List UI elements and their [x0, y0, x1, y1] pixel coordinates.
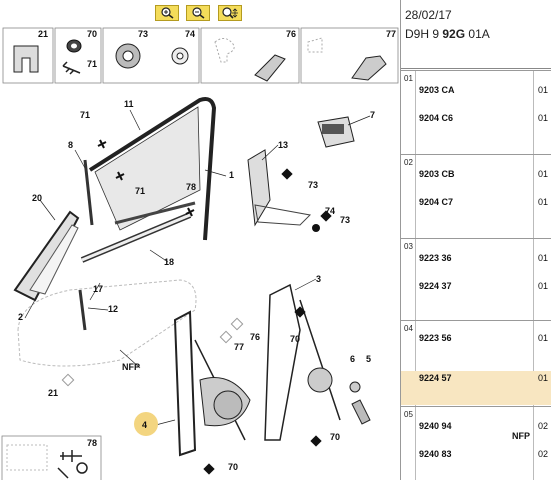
part-number: 9223 56 — [419, 333, 452, 343]
part-number: 9204 C7 — [419, 197, 454, 207]
svg-text:76: 76 — [250, 332, 260, 342]
part-number: 9224 57 — [419, 373, 452, 383]
part-group-03: 03 9223 36 01 9224 37 01 — [401, 238, 551, 320]
part-qty: 01 — [538, 281, 549, 291]
parts-panel: 28/02/17 D9H 9 92G 01A 01 9203 CA 01 920… — [400, 0, 551, 480]
part-qty: 01 — [538, 113, 549, 123]
svg-text:2: 2 — [18, 312, 23, 322]
svg-text:13: 13 — [278, 140, 288, 150]
toolbar — [0, 0, 400, 26]
part-number: 9224 37 — [419, 281, 452, 291]
svg-text:6: 6 — [350, 354, 355, 364]
svg-text:71: 71 — [80, 110, 90, 120]
part-note: NFP — [512, 431, 530, 441]
part-qty: 01 — [538, 197, 549, 207]
svg-text:77: 77 — [234, 342, 244, 352]
svg-text:1: 1 — [229, 170, 234, 180]
svg-text:73: 73 — [138, 29, 148, 39]
svg-text:74: 74 — [185, 29, 195, 39]
part-qty: 01 — [538, 253, 549, 263]
svg-text:11: 11 — [124, 99, 134, 109]
svg-text:70: 70 — [228, 462, 238, 472]
diagram-callouts: 11 71 8 1 13 7 71 78 73 20 74 73 18 17 1… — [18, 99, 375, 472]
svg-text:74: 74 — [325, 206, 335, 216]
part-row[interactable]: 9240 83 02 — [416, 441, 551, 469]
part-group-04: 04 9223 56 01 9224 57 01 — [401, 320, 551, 406]
ref-suffix: 01A — [468, 27, 490, 41]
svg-text:3: 3 — [316, 274, 321, 284]
part-row[interactable]: 9204 C7 01 — [416, 189, 551, 217]
group-number: 03 — [404, 242, 413, 251]
part-row[interactable]: 9203 CA 01 — [416, 77, 551, 105]
part-number: 9203 CB — [419, 169, 455, 179]
svg-text:76: 76 — [286, 29, 296, 39]
zoom-out-button[interactable] — [186, 5, 210, 21]
part-row[interactable]: 9204 C6 01 — [416, 105, 551, 133]
part-group-01: 01 9203 CA 01 9204 C6 01 — [401, 70, 551, 154]
part-qty: 02 — [538, 449, 549, 459]
svg-text:78: 78 — [186, 182, 196, 192]
svg-text:71: 71 — [135, 186, 145, 196]
svg-text:78: 78 — [87, 438, 97, 448]
group-number: 05 — [404, 410, 413, 419]
svg-text:17: 17 — [93, 284, 103, 294]
part-row[interactable]: 9223 56 01 — [416, 325, 551, 353]
zoom-fit-icon — [222, 7, 238, 19]
svg-text:20: 20 — [32, 193, 42, 203]
zoom-fit-button[interactable] — [218, 5, 242, 21]
group-number: 04 — [404, 324, 413, 333]
part-number: 9204 C6 — [419, 113, 454, 123]
svg-text:73: 73 — [308, 180, 318, 190]
svg-text:12: 12 — [108, 304, 118, 314]
catalog-date: 28/02/17 — [405, 8, 452, 22]
divider — [401, 68, 551, 69]
part-qty: 01 — [538, 85, 549, 95]
group-number: 02 — [404, 158, 413, 167]
part-qty: 01 — [538, 333, 549, 343]
part-qty: 02 — [538, 421, 549, 431]
part-number: 9223 36 — [419, 253, 452, 263]
svg-text:71: 71 — [87, 59, 97, 69]
svg-text:21: 21 — [38, 29, 48, 39]
part-qty: 01 — [538, 373, 549, 383]
part-number: 9240 94 — [419, 421, 452, 431]
vehicle-reference: D9H 9 92G 01A — [405, 27, 490, 41]
part-group-05: 05 9240 94 NFP 02 9240 83 02 — [401, 406, 551, 480]
part-row[interactable]: 9240 94 NFP 02 — [416, 413, 551, 441]
part-row[interactable]: 9224 37 01 — [416, 273, 551, 301]
svg-text:5: 5 — [366, 354, 371, 364]
svg-text:NFP: NFP — [122, 362, 140, 372]
group-number: 01 — [404, 74, 413, 83]
ref-bold: 92G — [442, 27, 466, 41]
callout-4-selected: 4 — [142, 420, 147, 430]
ref-prefix: D9H 9 — [405, 27, 440, 41]
part-qty: 01 — [538, 169, 549, 179]
svg-text:21: 21 — [48, 388, 58, 398]
svg-text:73: 73 — [340, 215, 350, 225]
svg-text:70: 70 — [330, 432, 340, 442]
part-number: 9240 83 — [419, 449, 452, 459]
svg-text:70: 70 — [290, 334, 300, 344]
part-number: 9203 CA — [419, 85, 455, 95]
zoom-in-icon — [161, 7, 174, 19]
svg-text:70: 70 — [87, 29, 97, 39]
part-row[interactable]: 9223 36 01 — [416, 245, 551, 273]
svg-text:8: 8 — [68, 140, 73, 150]
svg-text:7: 7 — [370, 110, 375, 120]
part-row-selected[interactable]: 9224 57 01 — [401, 371, 551, 405]
zoom-out-icon — [192, 7, 205, 19]
part-group-02: 02 9203 CB 01 9204 C7 01 — [401, 154, 551, 238]
svg-text:77: 77 — [386, 29, 396, 39]
svg-text:18: 18 — [164, 257, 174, 267]
zoom-in-button[interactable] — [155, 5, 179, 21]
part-row[interactable]: 9203 CB 01 — [416, 161, 551, 189]
